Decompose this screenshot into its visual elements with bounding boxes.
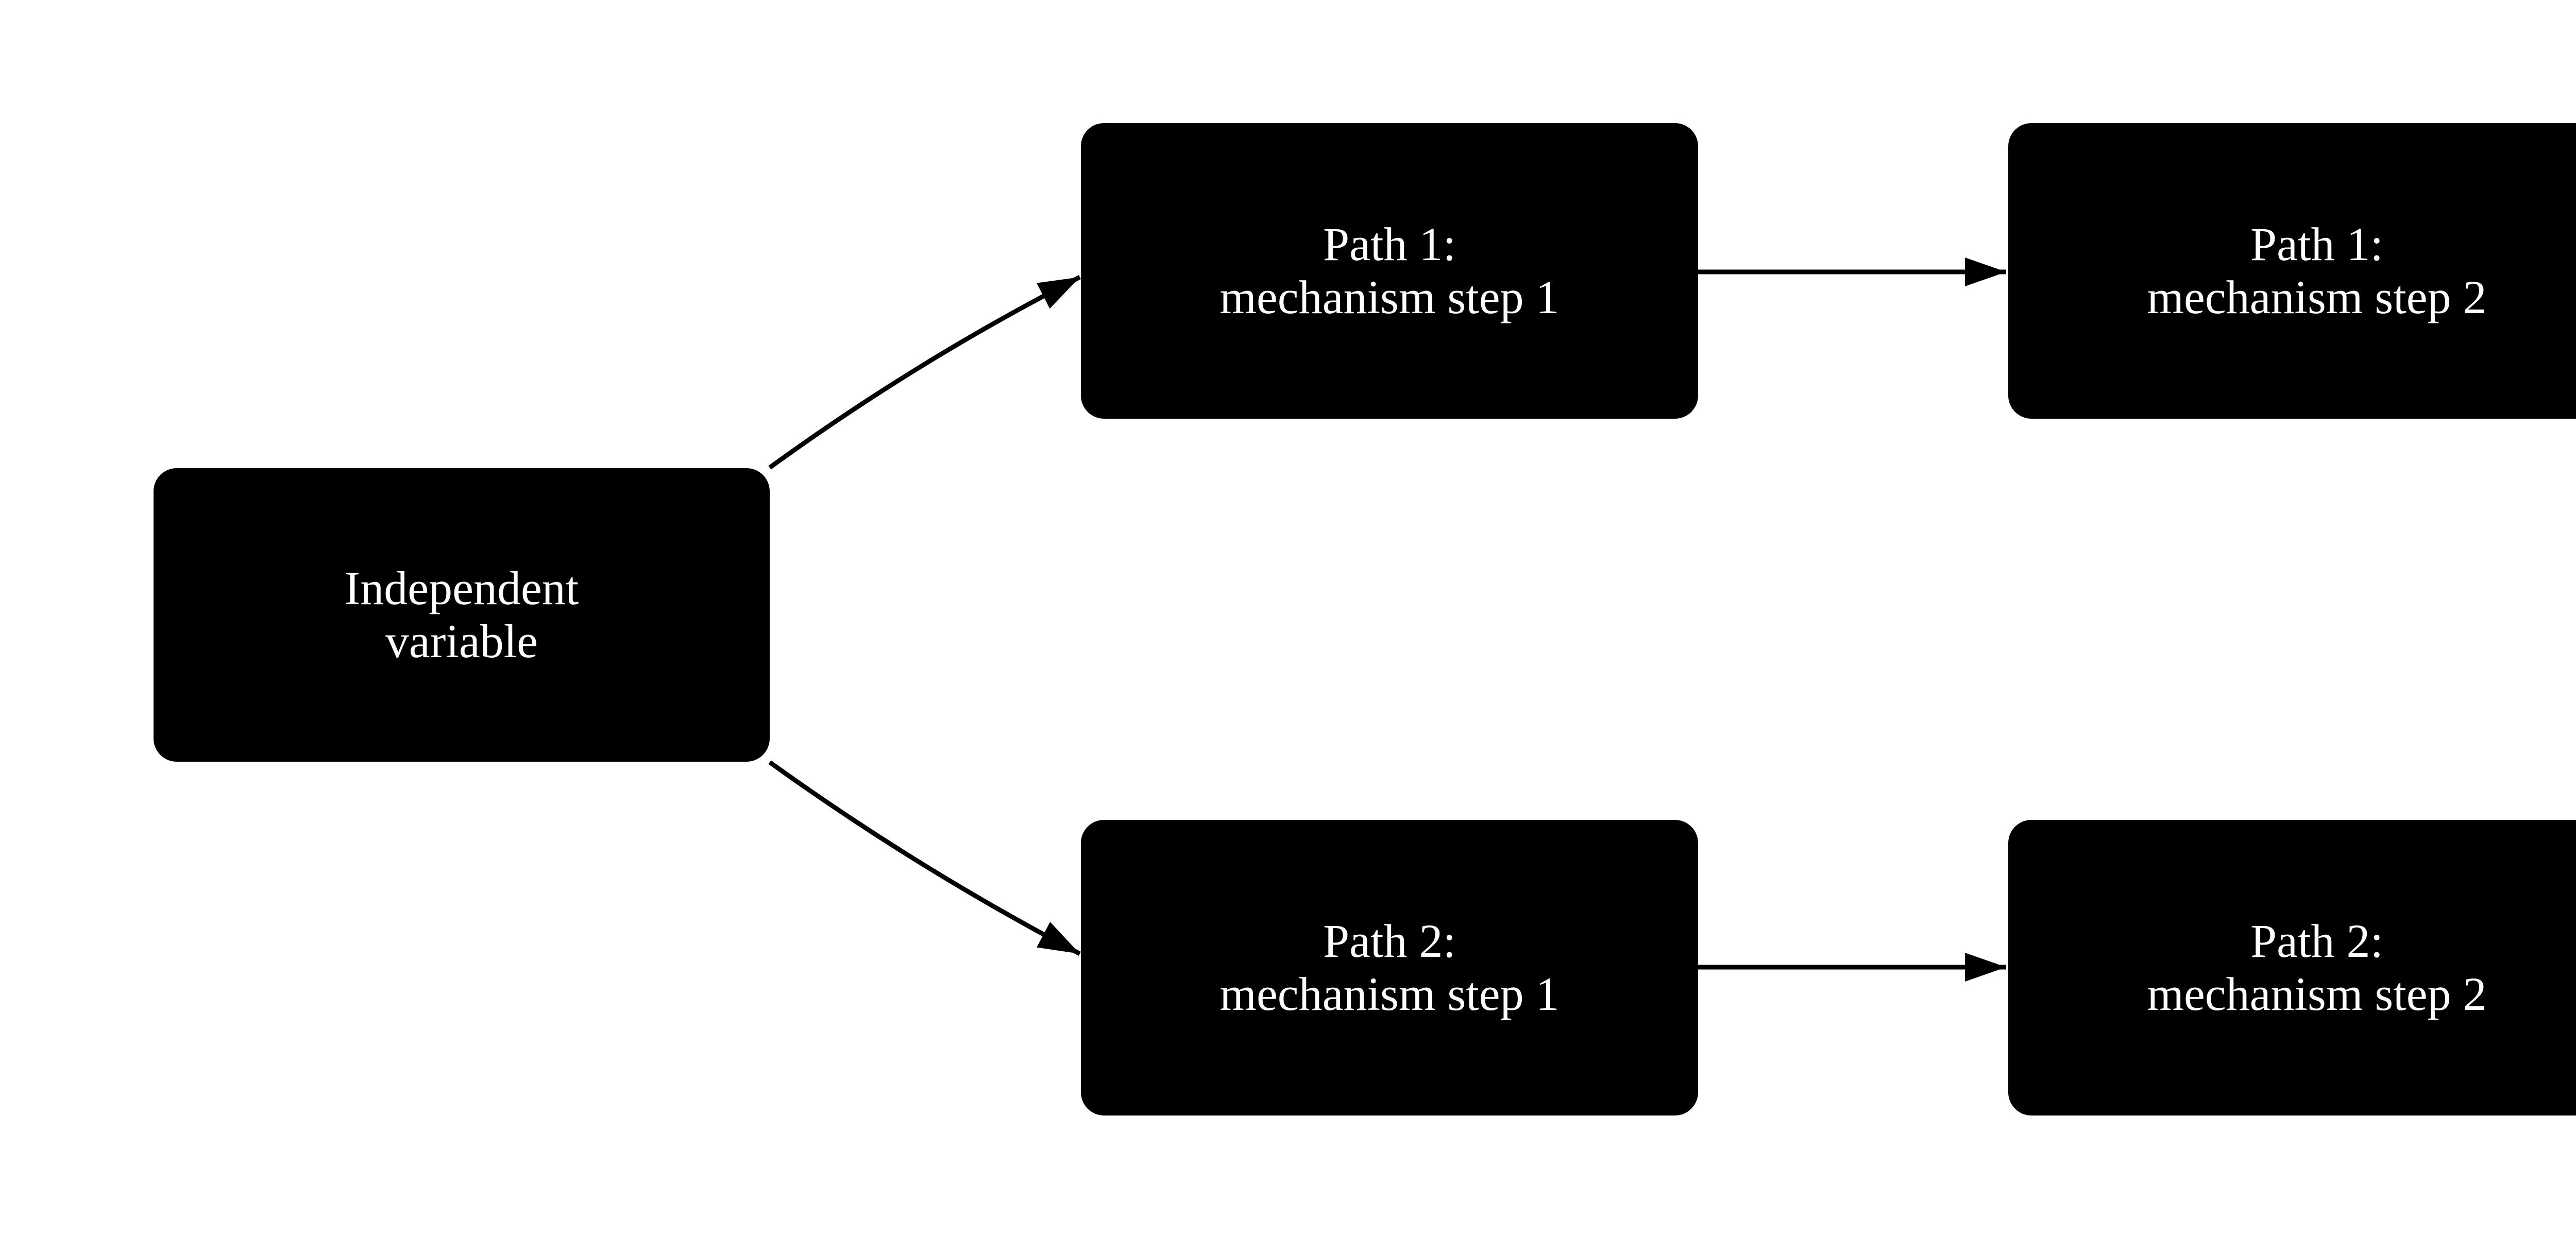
edge-independent-to-path1-step1 bbox=[768, 274, 1081, 470]
node-path1-step2: Path 1: mechanism step 2 bbox=[2008, 123, 2576, 419]
node-path1-step1: Path 1: mechanism step 1 bbox=[1081, 123, 1698, 419]
node-path1-step2-label: Path 1: mechanism step 2 bbox=[2147, 217, 2487, 323]
node-path2-step2: Path 2: mechanism step 2 bbox=[2008, 820, 2576, 1115]
node-path2-step2-label: Path 2: mechanism step 2 bbox=[2147, 914, 2487, 1020]
edge-independent-to-path2-step1 bbox=[768, 760, 1081, 956]
node-path1-step1-label: Path 1: mechanism step 1 bbox=[1219, 217, 1560, 323]
node-independent-variable: Independent variable bbox=[154, 468, 770, 762]
node-path2-step1: Path 2: mechanism step 1 bbox=[1081, 820, 1698, 1115]
node-path2-step1-label: Path 2: mechanism step 1 bbox=[1219, 914, 1560, 1020]
node-independent-variable-label: Independent variable bbox=[344, 561, 579, 667]
